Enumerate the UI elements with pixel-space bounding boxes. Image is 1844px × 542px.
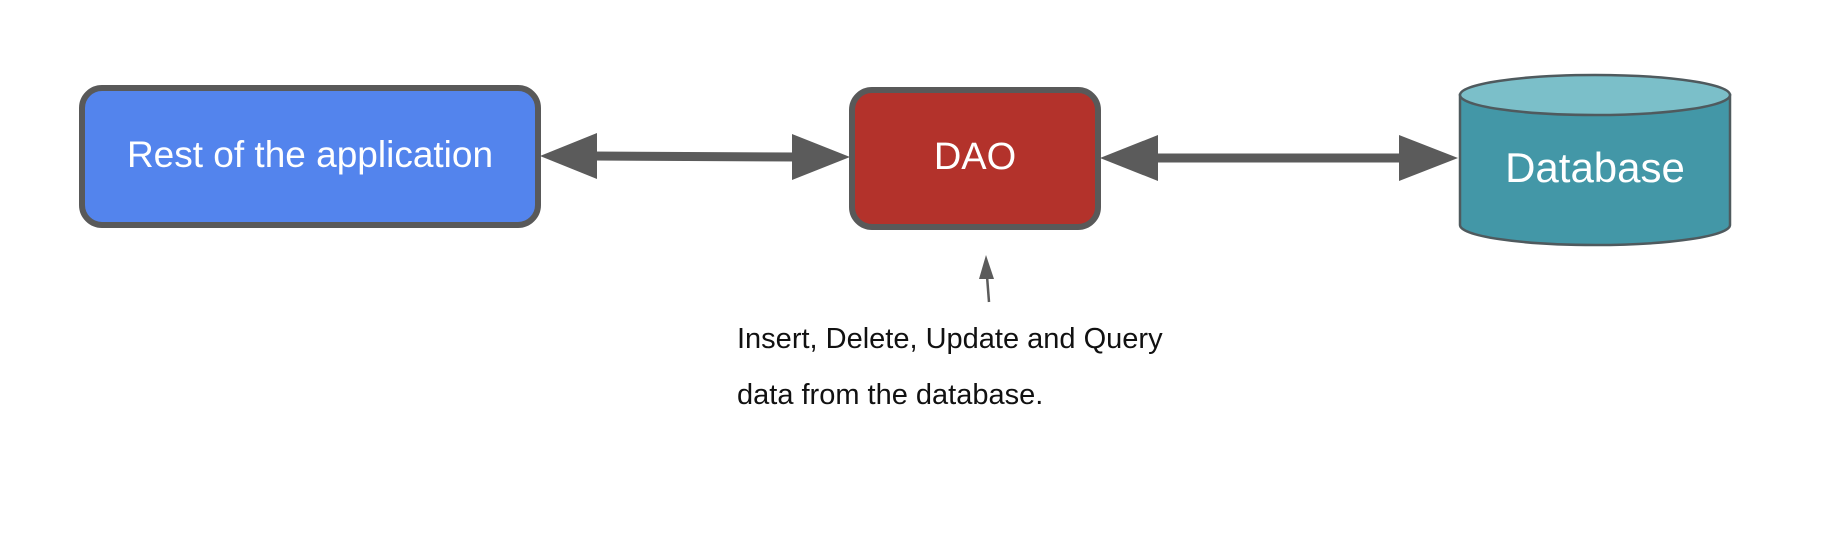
application-node: Rest of the application [79,85,541,228]
annotation-note: Insert, Delete, Update and Query data fr… [737,323,1163,411]
app-dao-left-arrowhead [540,133,597,179]
database-cylinder-body [1458,93,1732,247]
database-node: Database [1458,73,1732,247]
note-pointer-line [985,275,991,303]
dao-db-right-arrowhead [1399,135,1458,181]
app-dao-right-arrowhead [792,134,850,180]
database-label: Database [1505,144,1685,191]
dao-db-connector [1100,135,1458,181]
app-dao-connector [540,133,850,180]
database-cylinder-top [1458,73,1732,117]
note-pointer [979,255,994,303]
dao-label: DAO [934,136,1016,178]
dao-box [849,87,1101,230]
note-pointer-arrowhead [979,255,994,279]
note-line-2: data from the database. [737,379,1043,411]
dao-node: DAO [849,87,1101,230]
application-label: Rest of the application [127,134,493,175]
app-dao-line [589,151,801,162]
dao-db-left-arrowhead [1100,135,1158,181]
application-box [79,85,541,228]
note-line-1: Insert, Delete, Update and Query [737,323,1163,355]
